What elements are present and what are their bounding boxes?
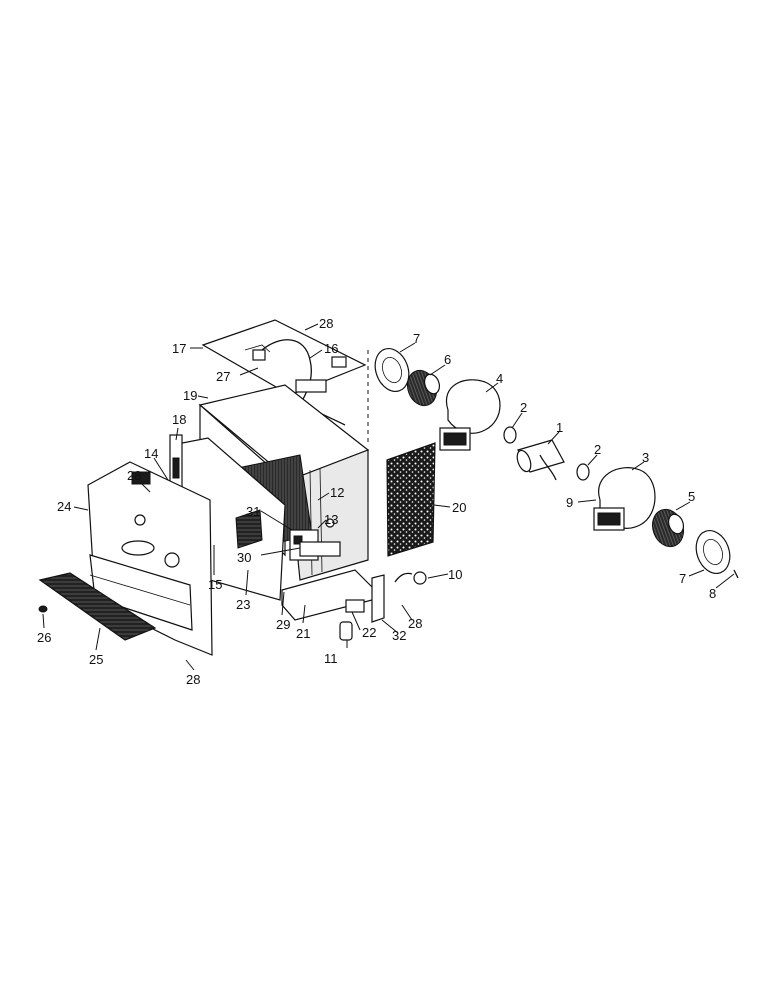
wiring-harness xyxy=(261,339,346,451)
callout-7: 7 xyxy=(679,571,686,586)
callout-23: 23 xyxy=(236,597,250,612)
control-block xyxy=(289,518,341,561)
callout-32: 32 xyxy=(392,628,406,643)
callout-13: 13 xyxy=(324,512,338,527)
callout-24: 24 xyxy=(57,499,71,514)
callout-4: 4 xyxy=(496,371,503,386)
callout-28: 28 xyxy=(408,616,422,631)
callout-labels: 1 2 2 3 4 5 6 7 7 8 9 10 11 12 13 14 15 … xyxy=(37,316,716,687)
callout-11: 11 xyxy=(324,651,338,666)
callout-1: 1 xyxy=(556,420,563,435)
grille xyxy=(38,572,157,641)
filter-element xyxy=(386,442,436,557)
leader-lines xyxy=(42,323,735,671)
callout-7: 7 xyxy=(413,331,420,346)
callout-29: 29 xyxy=(276,617,290,632)
callout-18: 18 xyxy=(172,412,186,427)
callout-5: 5 xyxy=(688,489,695,504)
callout-27: 27 xyxy=(216,369,230,384)
callout-16: 16 xyxy=(324,341,338,356)
blower-housing-left xyxy=(439,379,501,451)
motor-mount-washer-left xyxy=(503,426,517,444)
motor xyxy=(516,439,565,481)
motor-mount-washer-right xyxy=(576,463,590,481)
callout-31: 31 xyxy=(246,504,260,519)
screw xyxy=(733,569,739,579)
thermostat-bulb xyxy=(394,571,427,585)
top-cover xyxy=(201,319,367,396)
callout-28: 28 xyxy=(319,316,333,331)
gasket-ring-left xyxy=(374,348,410,392)
callout-30: 30 xyxy=(237,550,251,565)
callout-3: 3 xyxy=(642,450,649,465)
callout-17: 17 xyxy=(172,341,186,356)
callout-20: 20 xyxy=(452,500,466,515)
callout-22: 22 xyxy=(362,625,376,640)
callout-21: 21 xyxy=(296,626,310,641)
blower-wheel-left xyxy=(406,369,441,407)
blower-wheel-right xyxy=(651,508,685,548)
callout-2: 2 xyxy=(520,400,527,415)
callout-2: 2 xyxy=(594,442,601,457)
callout-12: 12 xyxy=(330,485,344,500)
callout-14: 14 xyxy=(144,446,158,461)
callout-26: 26 xyxy=(37,630,51,645)
callout-8: 8 xyxy=(709,586,716,601)
knob xyxy=(38,605,48,613)
callout-28: 28 xyxy=(186,672,200,687)
callout-15: 15 xyxy=(208,577,222,592)
callout-9: 9 xyxy=(566,495,573,510)
callout-25: 25 xyxy=(89,652,103,667)
callout-28: 28 xyxy=(127,468,141,483)
callout-6: 6 xyxy=(444,352,451,367)
drain-fitting xyxy=(339,621,353,641)
side-bracket xyxy=(371,574,385,623)
gasket-ring-right xyxy=(695,530,731,574)
base-tray xyxy=(281,569,376,621)
blower-housing-right xyxy=(593,467,656,531)
callout-19: 19 xyxy=(183,388,197,403)
callout-10: 10 xyxy=(448,567,462,582)
